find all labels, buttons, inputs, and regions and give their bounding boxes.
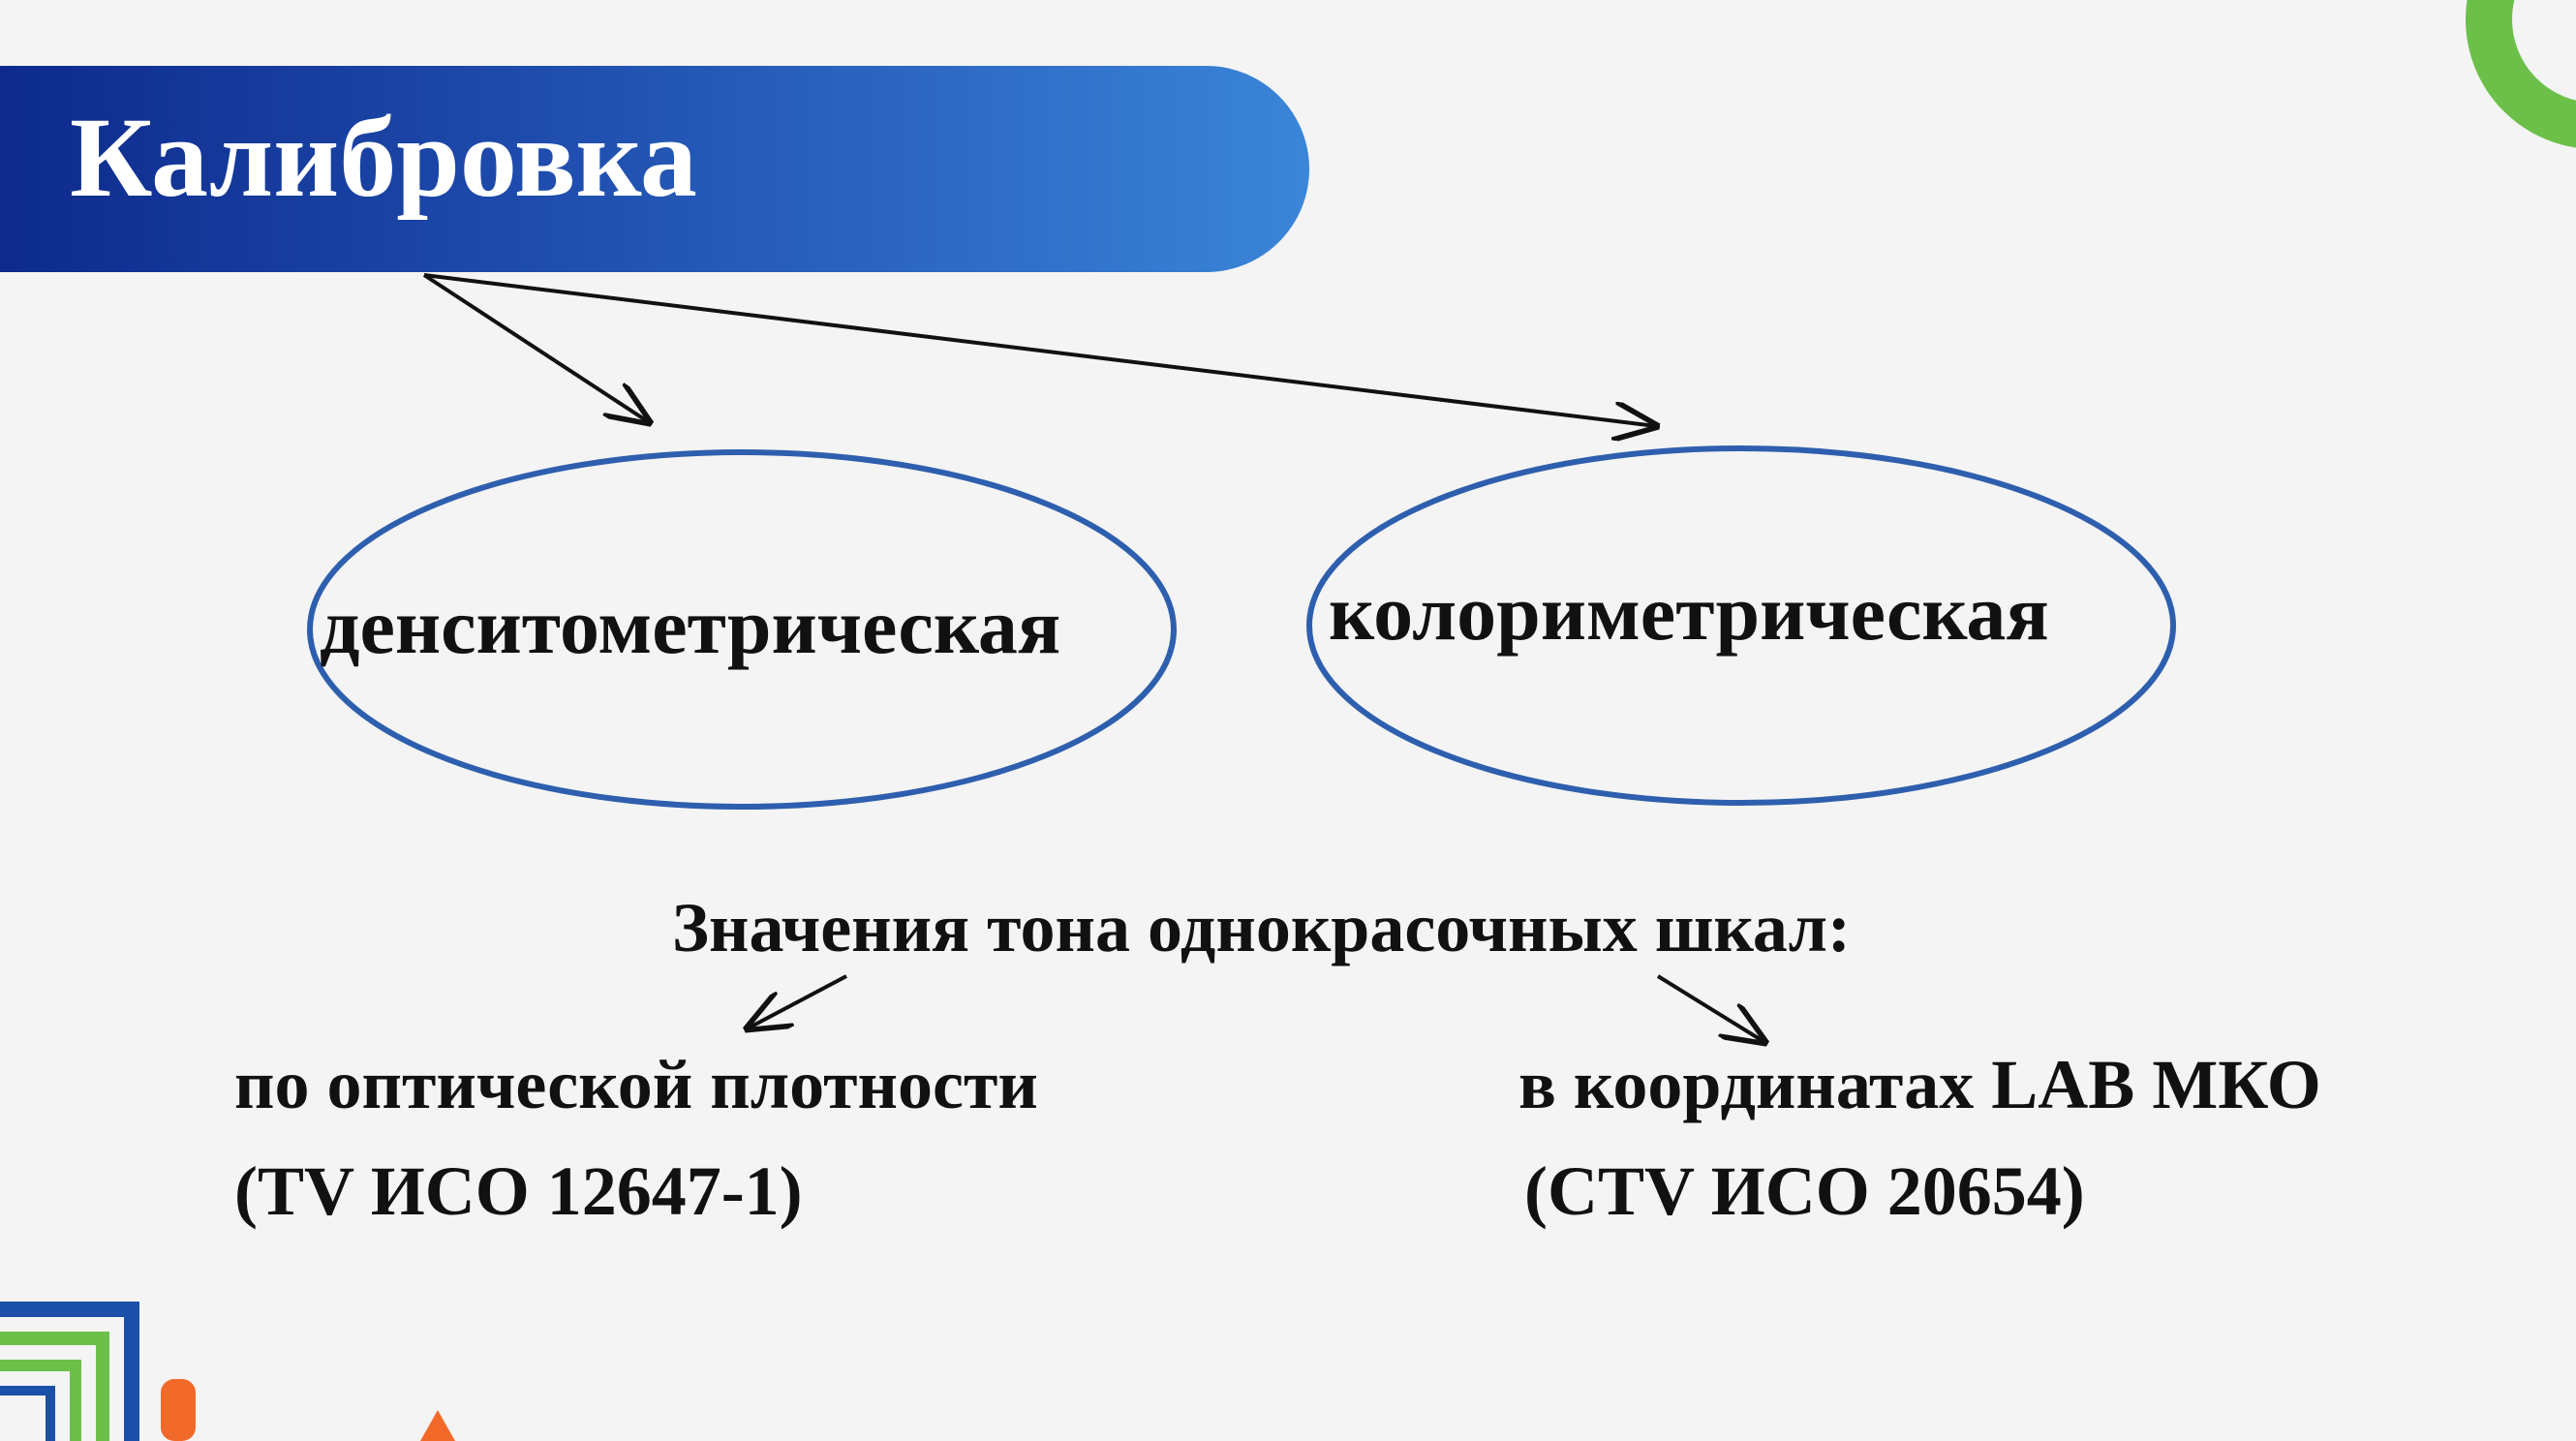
branch-lab-coordinates-standard: (CTV ИСО 20654) (1524, 1152, 2085, 1230)
arrow-to-densitometric (422, 273, 649, 422)
branch-lab-coordinates: в координатах LAB МКО (1518, 1046, 2321, 1123)
logo-icon (0, 1302, 455, 1441)
oval-colorimetric (1306, 445, 2176, 806)
values-heading: Значения тона однокрасочных шкал: (672, 889, 1851, 966)
arrow-to-optical-density (748, 974, 847, 1028)
oval-label-densitometric: денситометрическая (320, 582, 1061, 670)
arrow-to-colorimetric (423, 273, 1656, 426)
oval-densitometric (307, 449, 1177, 810)
arrow-to-lab-coordinates (1656, 974, 1764, 1042)
green-ring-icon (2466, 0, 2576, 148)
branch-optical-density-standard: (TV ИСО 12647-1) (234, 1152, 803, 1230)
branch-optical-density: по оптической плотности (234, 1046, 1038, 1123)
oval-label-colorimetric: колориметрическая (1329, 568, 2049, 657)
slide-title: Калибровка (70, 94, 697, 221)
title-banner (0, 66, 1309, 272)
